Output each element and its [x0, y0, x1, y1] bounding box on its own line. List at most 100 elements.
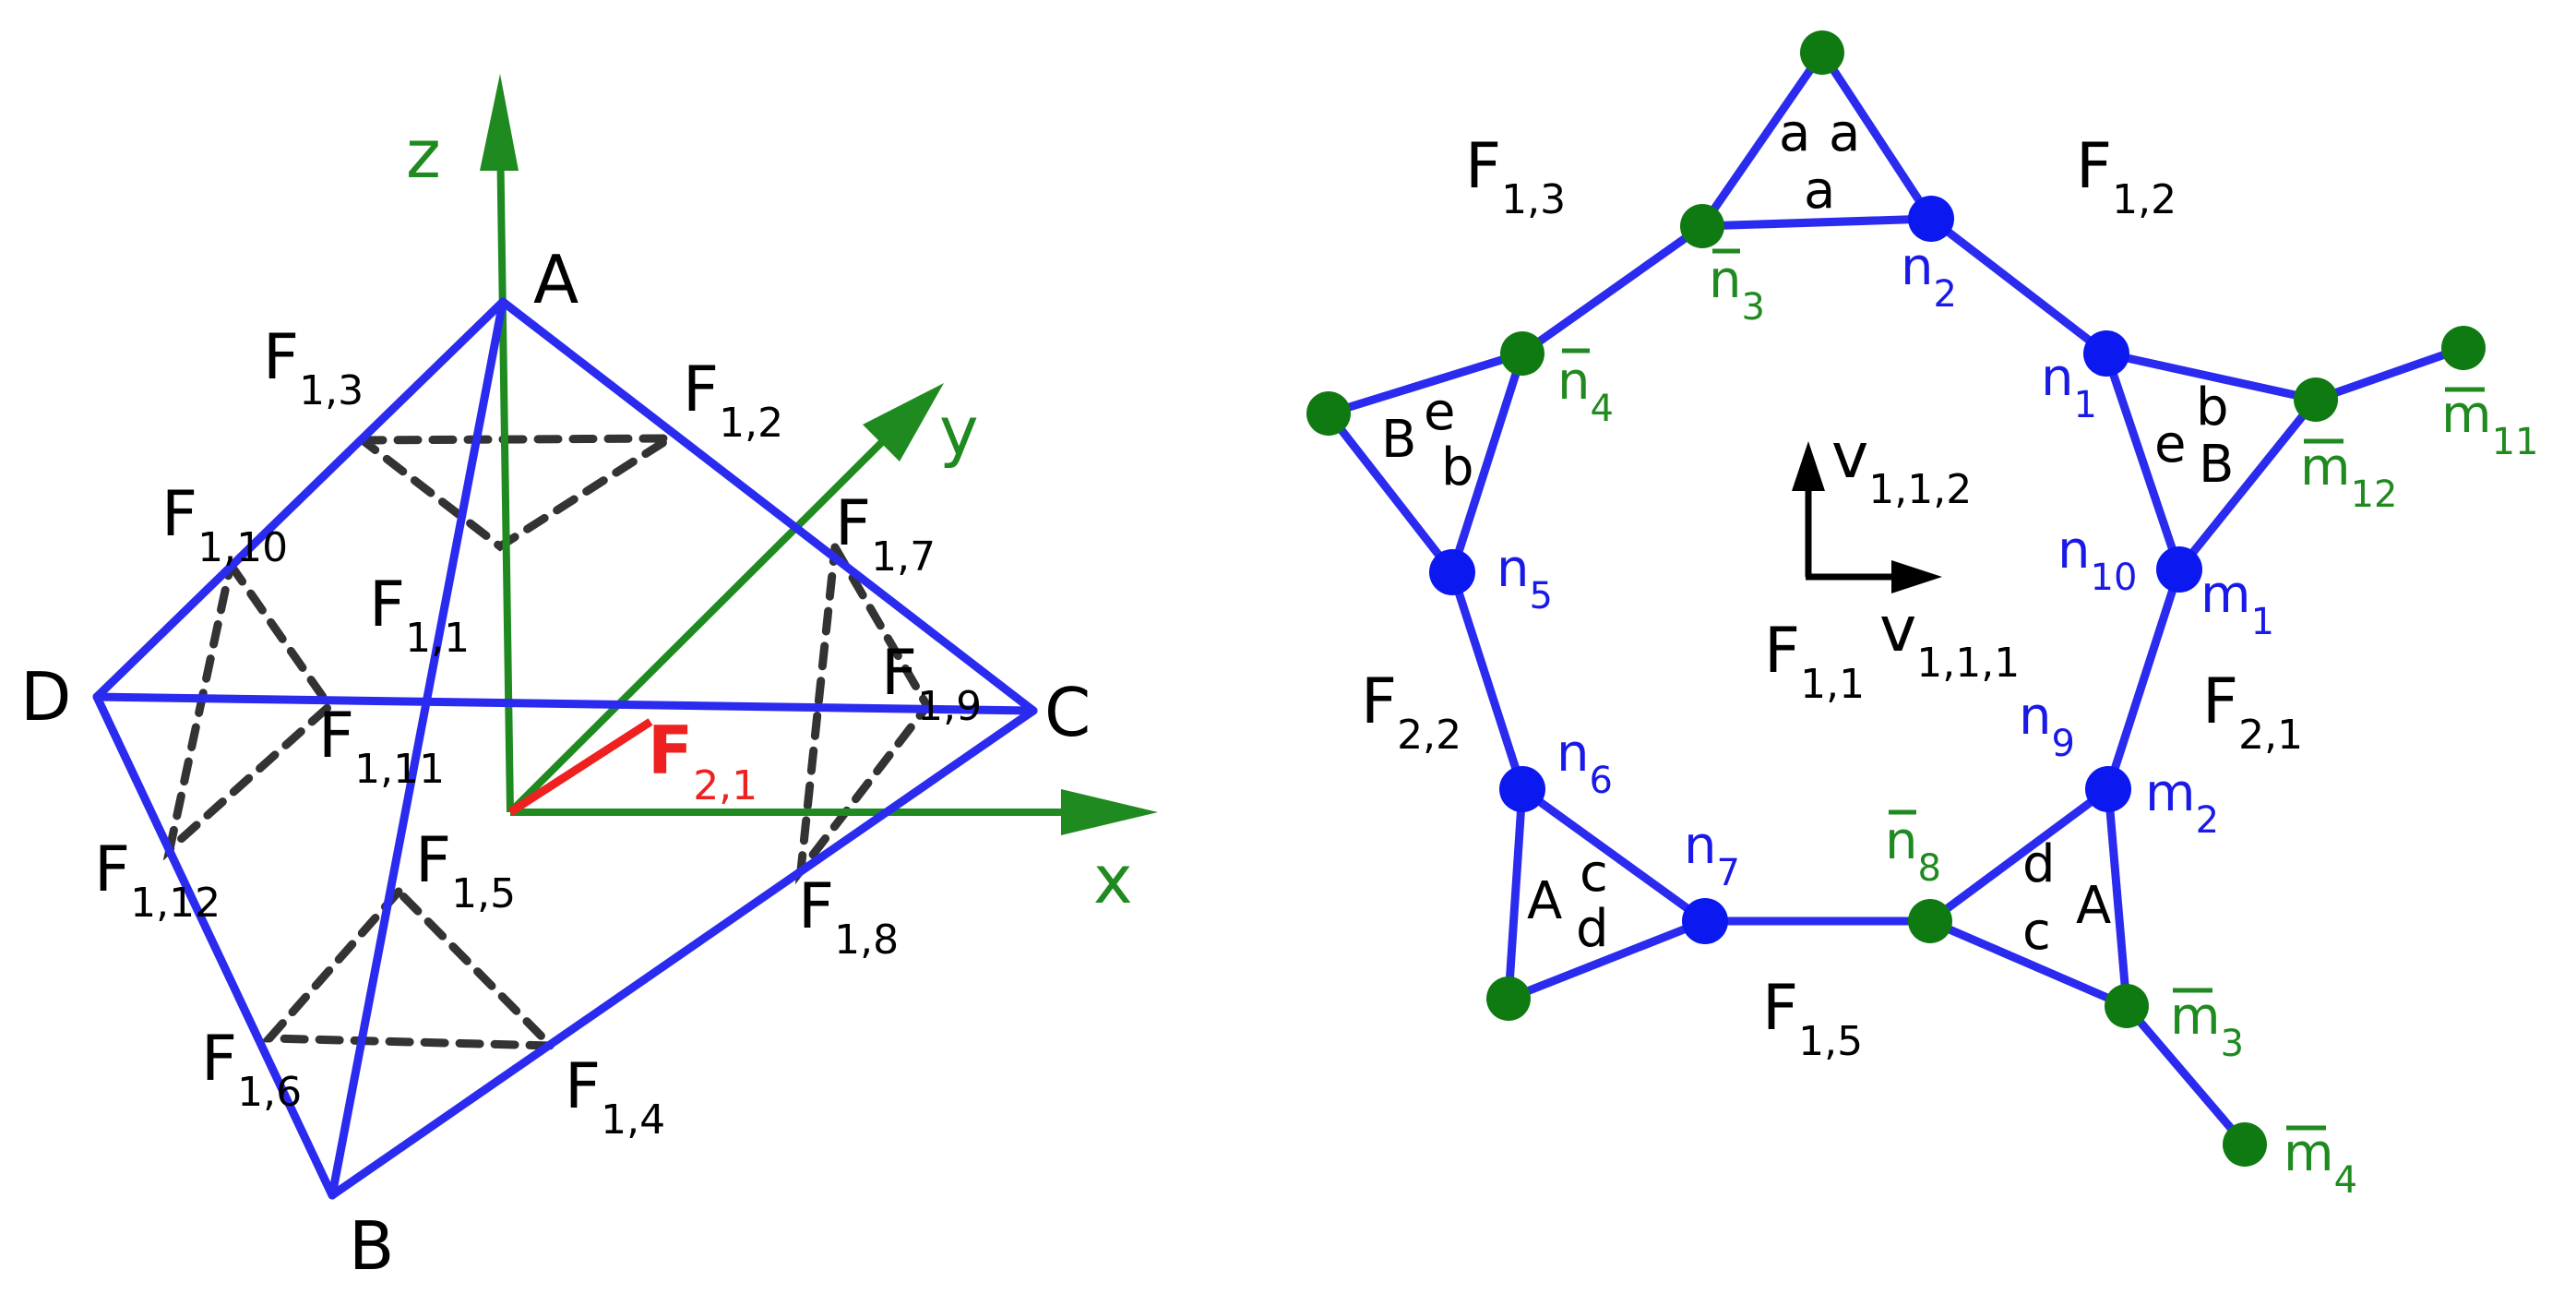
node-label-n5: n5 [1497, 539, 1553, 617]
vertex-label-C: C [1044, 674, 1091, 751]
green-node-labels: n3 n4 n8 m3 m4 m11 m12 [1557, 248, 2538, 1202]
bottom-right-letter-3: A [2076, 876, 2111, 936]
node-label-n4: n4 [1557, 352, 1614, 430]
node-m12 [2294, 377, 2338, 422]
net-nodes [1306, 30, 2486, 1167]
y-axis-label: y [939, 392, 979, 470]
node-n1 [2083, 330, 2129, 377]
vertex-label-D: D [20, 658, 71, 736]
y-axis-arrowhead [863, 383, 944, 461]
bottom-left-letter-2: c [1580, 844, 1608, 904]
edge-DC [92, 692, 1038, 715]
node-n2 [1908, 196, 1954, 242]
edge-DB [92, 692, 337, 1200]
node-n7 [1682, 898, 1728, 944]
face-vector-line [507, 718, 653, 816]
dashed-triangle-right [794, 543, 933, 885]
node-n5 [1429, 549, 1475, 595]
node-m4 [2223, 1122, 2267, 1167]
bottom-right-letter-1: d [2022, 834, 2056, 894]
face-label-1-6: F1,6 [201, 1023, 302, 1116]
vector-label-v112: v1,1,2 [1831, 420, 1972, 513]
node-label-m1: m1 [2200, 565, 2274, 643]
vertex-label-A: A [533, 241, 578, 318]
node-label-n3: n3 [1709, 250, 1765, 329]
blue-node-labels: n1 n2 n5 n6 n7 n9 n10 m1 m2 [1497, 237, 2274, 894]
top-letter-1: a [1779, 103, 1810, 163]
right-letter-1: b [2196, 377, 2229, 437]
edge-m12-m11 [2311, 343, 2468, 404]
coordinate-axes [480, 74, 1158, 835]
dashed-triangle-left [162, 560, 335, 861]
face-label-1-12: F1,12 [94, 833, 221, 927]
face-vector-label: F2,1 [648, 712, 757, 809]
edge-AB [328, 297, 507, 1200]
node-label-n8: n8 [1885, 811, 1941, 890]
node-n4 [1500, 331, 1544, 376]
z-axis-label: z [406, 115, 441, 193]
node-left-apex [1306, 391, 1351, 436]
right-letter-2: e [2154, 414, 2186, 474]
region-label-2-1: F2,1 [2202, 665, 2303, 759]
region-label-1-3: F1,3 [1465, 130, 1566, 223]
edge-AC [498, 297, 1038, 715]
dashed-triangle-top [358, 434, 685, 552]
face-label-1-8: F1,8 [798, 870, 899, 964]
face-label-1-11: F1,11 [318, 700, 445, 793]
region-label-2-2: F2,2 [1361, 665, 1461, 759]
node-n10-m1 [2156, 546, 2202, 593]
edge-AD [92, 297, 507, 701]
net-panel: F1,1 F1,2 F1,3 F1,5 F2,1 F2,2 v1,1,1 v1,… [1306, 30, 2538, 1202]
region-label-1-5: F1,5 [1762, 972, 1863, 1065]
node-bottom-left-apex [1486, 976, 1531, 1021]
top-letter-3: a [1804, 161, 1835, 221]
node-top-apex [1800, 30, 1844, 75]
local-frame [1792, 441, 1942, 593]
vertex-label-B: B [349, 1207, 394, 1285]
node-m11 [2441, 326, 2486, 370]
face-label-1-3: F1,3 [263, 321, 364, 414]
z-axis-line [496, 133, 514, 813]
node-m3 [2105, 984, 2149, 1028]
dashed-triangle-bottom [260, 887, 562, 1050]
tetrahedron-edges [92, 297, 1038, 1200]
node-label-n2: n2 [1901, 237, 1957, 316]
dashed-face-triangles [162, 434, 933, 1050]
vector-v112-arrowhead [1792, 441, 1825, 491]
y-axis-line [507, 422, 902, 815]
node-label-n7: n7 [1684, 816, 1740, 894]
node-label-n9: n9 [2019, 687, 2075, 765]
left-letter-3: b [1441, 437, 1474, 497]
tetrahedron-panel: z y x A B C D F2,1 F1,1 F1,2 F1,3 F1,4 F… [20, 74, 1158, 1285]
edge-m3-m4 [2122, 1001, 2249, 1149]
face-label-1-10: F1,10 [161, 478, 288, 571]
face-label-1-7: F1,7 [835, 487, 936, 581]
right-letter-3: B [2199, 435, 2234, 495]
face-label-1-2: F1,2 [683, 353, 783, 447]
node-n8 [1908, 899, 1952, 943]
node-n9-m2 [2085, 766, 2131, 812]
vector-v111-arrowhead [1891, 560, 1942, 593]
top-letter-2: a [1829, 103, 1860, 163]
x-axis-arrowhead [1061, 789, 1158, 835]
edge-CB [328, 706, 1038, 1200]
node-label-m4: m4 [2284, 1123, 2357, 1202]
node-label-n6: n6 [1556, 724, 1613, 802]
face-label-1-9: F1,9 [881, 637, 982, 730]
face-label-1-1: F1,1 [369, 569, 470, 662]
face-label-1-5: F1,5 [415, 824, 516, 917]
bottom-left-letter-1: A [1527, 871, 1562, 931]
node-label-n1: n1 [2041, 348, 2097, 426]
node-label-m12: m12 [2300, 437, 2397, 516]
node-label-m3: m3 [2170, 987, 2244, 1065]
node-n6 [1499, 766, 1545, 812]
node-label-m11: m11 [2441, 385, 2538, 463]
vector-label-v111: v1,1,1 [1879, 593, 2020, 687]
left-letter-1: B [1381, 410, 1416, 470]
z-axis-arrowhead [480, 74, 519, 171]
node-n3 [1680, 204, 1724, 248]
x-axis-label: x [1093, 841, 1133, 918]
bottom-left-letter-3: d [1576, 899, 1609, 959]
edge-letters: a a a B e b b e B A c d d c A [1381, 103, 2234, 962]
